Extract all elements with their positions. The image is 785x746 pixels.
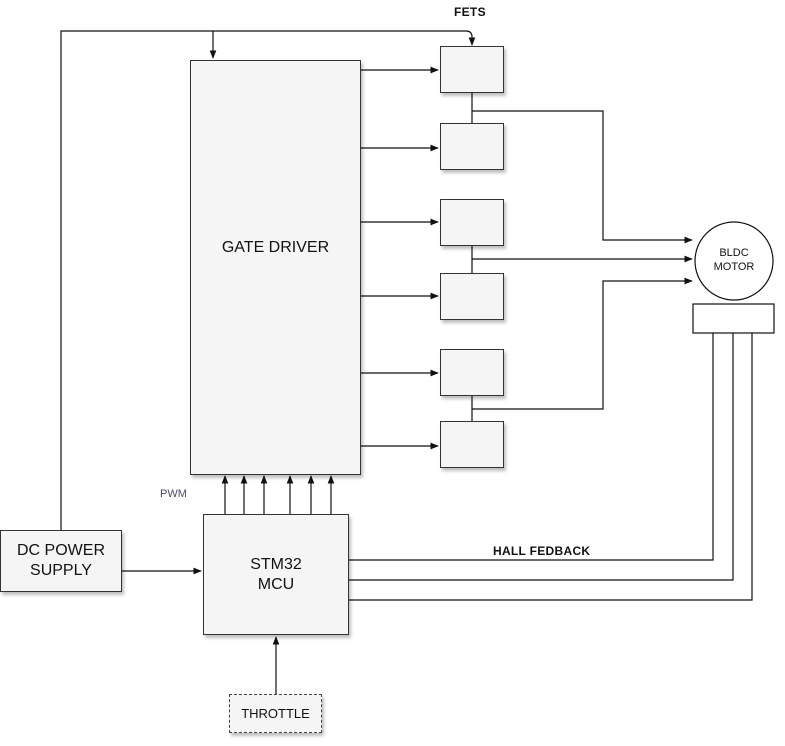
supply-to-fets-line bbox=[213, 30, 476, 46]
dc-power-line1: DC POWER bbox=[17, 542, 105, 559]
hall-feedback-label: HALL FEDBACK bbox=[493, 544, 591, 558]
bldc-motor-body bbox=[694, 221, 774, 301]
stm32-mcu-block: STM32 MCU bbox=[203, 514, 349, 635]
bldc-motor-line1: BLDC bbox=[719, 247, 749, 259]
gate-driver-label: GATE DRIVER bbox=[221, 238, 330, 256]
dc-power-supply-block: DC POWER SUPPLY bbox=[0, 530, 122, 592]
fet-5 bbox=[440, 349, 504, 396]
mcu-line1: STM32 bbox=[250, 555, 302, 573]
phase-c-line bbox=[472, 277, 693, 410]
supply-rail-line bbox=[60, 30, 217, 530]
fet-1 bbox=[440, 46, 504, 93]
hall-line-1 bbox=[348, 333, 714, 561]
phase-a-line bbox=[472, 110, 693, 244]
fet-4 bbox=[440, 273, 504, 320]
fets-title: FETS bbox=[454, 5, 486, 19]
throttle-block: THROTTLE bbox=[229, 694, 322, 733]
fet-2 bbox=[440, 123, 504, 170]
mcu-line2: MCU bbox=[257, 575, 295, 593]
hall-line-3 bbox=[348, 333, 753, 601]
hall-sensor-box bbox=[692, 303, 775, 334]
throttle-label: THROTTLE bbox=[241, 706, 310, 721]
bldc-motor-label: BLDC MOTOR bbox=[695, 246, 773, 274]
hall-line-2 bbox=[348, 333, 734, 581]
gate-driver-block: GATE DRIVER bbox=[190, 60, 361, 475]
fet-6 bbox=[440, 421, 504, 468]
bldc-motor-line2: MOTOR bbox=[713, 261, 755, 273]
dc-power-line2: SUPPLY bbox=[30, 562, 92, 579]
pwm-label: PWM bbox=[160, 488, 187, 500]
fet-3 bbox=[440, 199, 504, 246]
